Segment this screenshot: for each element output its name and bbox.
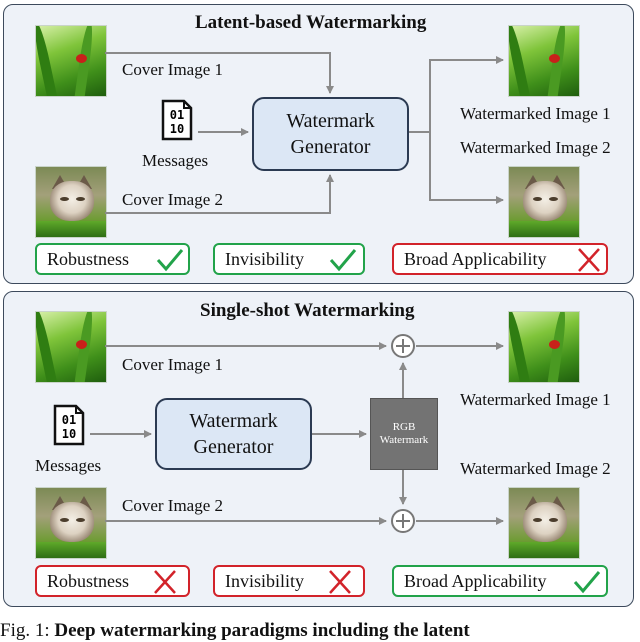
panel-title-single-shot: Single-shot Watermarking — [200, 300, 415, 321]
badge-label: Robustness — [47, 248, 130, 269]
badge-label: Broad Applicability — [404, 570, 547, 591]
cover-image-1-label: Cover Image 1 — [122, 355, 224, 374]
badge-label: Invisibility — [225, 248, 305, 269]
watermarked-image-2-label: Watermarked Image 2 — [460, 459, 611, 478]
badge-label: Invisibility — [225, 570, 305, 591]
cover-image-2-label: Cover Image 2 — [122, 496, 224, 515]
plus-circle-icon — [391, 509, 415, 533]
cover-image-2-label: Cover Image 2 — [122, 190, 224, 209]
rgb-watermark-box: RGB Watermark — [370, 398, 438, 470]
cross-icon — [578, 248, 600, 272]
svg-text:01: 01 — [170, 108, 184, 122]
document-icon: 01 10 — [161, 99, 193, 141]
messages-label: Messages — [142, 151, 209, 170]
watermarked-image-2-label: Watermarked Image 2 — [460, 138, 611, 157]
check-icon — [329, 249, 357, 272]
badge-label: Broad Applicability — [404, 248, 547, 269]
figure-caption: Fig. 1: Deep watermarking paradigms incl… — [0, 620, 640, 642]
cross-icon — [154, 570, 176, 594]
svg-text:10: 10 — [62, 427, 76, 441]
messages-label: Messages — [35, 456, 102, 475]
badge-robustness: Robustness — [35, 565, 190, 597]
svg-text:10: 10 — [170, 122, 184, 136]
cover-image-2-cat — [35, 487, 107, 559]
watermarked-image-1 — [508, 311, 580, 383]
badge-broad-applicability: Broad Applicability — [392, 565, 608, 597]
document-icon: 01 10 — [53, 404, 85, 446]
badge-broad-applicability: Broad Applicability — [392, 243, 608, 275]
svg-text:01: 01 — [62, 413, 76, 427]
watermarked-image-2 — [508, 166, 580, 238]
badge-robustness: Robustness — [35, 243, 190, 275]
watermarked-image-1 — [508, 25, 580, 97]
watermarked-image-1-label: Watermarked Image 1 — [460, 104, 611, 123]
cover-image-1-leaf — [35, 311, 107, 383]
watermarked-image-1-label: Watermarked Image 1 — [460, 390, 611, 409]
generator-line1: Watermark — [189, 410, 278, 432]
plus-circle-icon — [391, 334, 415, 358]
rgb-line1: RGB — [392, 421, 416, 433]
generator-line2: Generator — [193, 436, 274, 458]
check-icon — [573, 571, 601, 594]
cover-image-2-cat — [35, 166, 107, 238]
panel-title-latent: Latent-based Watermarking — [195, 12, 427, 33]
watermarked-image-2 — [508, 487, 580, 559]
cover-image-1-label: Cover Image 1 — [122, 60, 224, 79]
caption-text: Deep watermarking paradigms including th… — [54, 620, 470, 641]
generator-line1: Watermark — [286, 110, 375, 132]
cross-icon — [329, 570, 351, 594]
badge-invisibility: Invisibility — [213, 243, 365, 275]
generator-line2: Generator — [290, 136, 371, 158]
rgb-line2: Watermark — [379, 434, 429, 446]
badge-invisibility: Invisibility — [213, 565, 365, 597]
badge-label: Robustness — [47, 570, 130, 591]
cover-image-1-leaf — [35, 25, 107, 97]
check-icon — [156, 249, 184, 272]
caption-prefix: Fig. 1: — [0, 620, 55, 641]
